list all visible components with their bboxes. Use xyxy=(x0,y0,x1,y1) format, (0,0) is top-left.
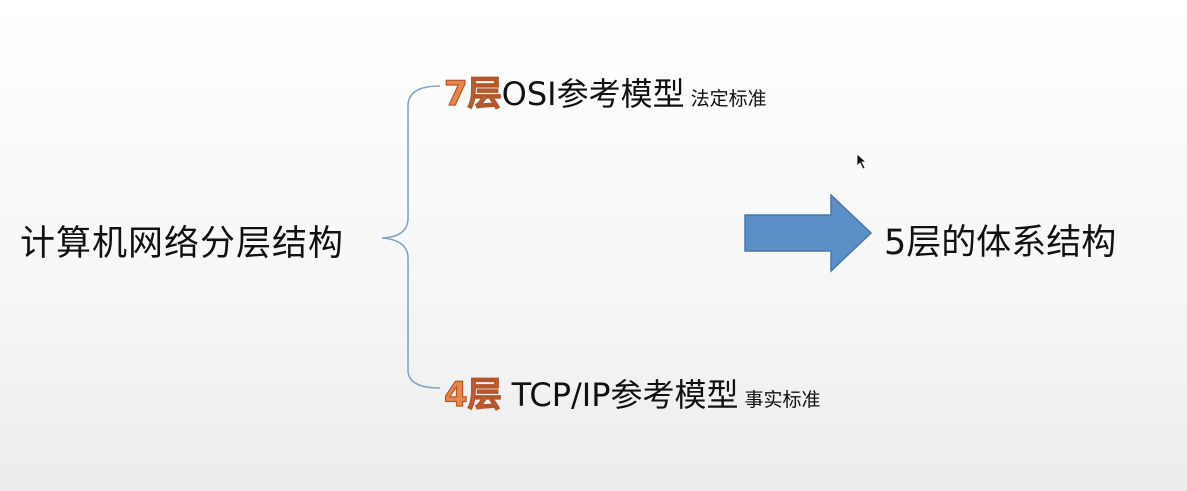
layer-count-osi: 7层 xyxy=(443,73,502,114)
mouse-pointer-icon xyxy=(856,153,868,170)
standard-note-tcpip: 事实标准 xyxy=(744,389,821,411)
layer-count-tcpip: 4层 xyxy=(443,374,502,415)
branch-osi-model: 7层 OSI参考模型 法定标准 xyxy=(443,66,767,115)
right-arrow-icon xyxy=(744,194,873,273)
model-title-osi: OSI参考模型 xyxy=(501,75,685,113)
branch-tcpip-model: 4层 TCP/IP参考模型 事实标准 xyxy=(443,367,821,416)
model-title-tcpip: TCP/IP参考模型 xyxy=(511,376,739,414)
root-concept-label: 计算机网络分层结构 xyxy=(20,224,345,264)
result-label: 5层的体系结构 xyxy=(884,223,1117,263)
standard-note-osi: 法定标准 xyxy=(690,88,767,110)
